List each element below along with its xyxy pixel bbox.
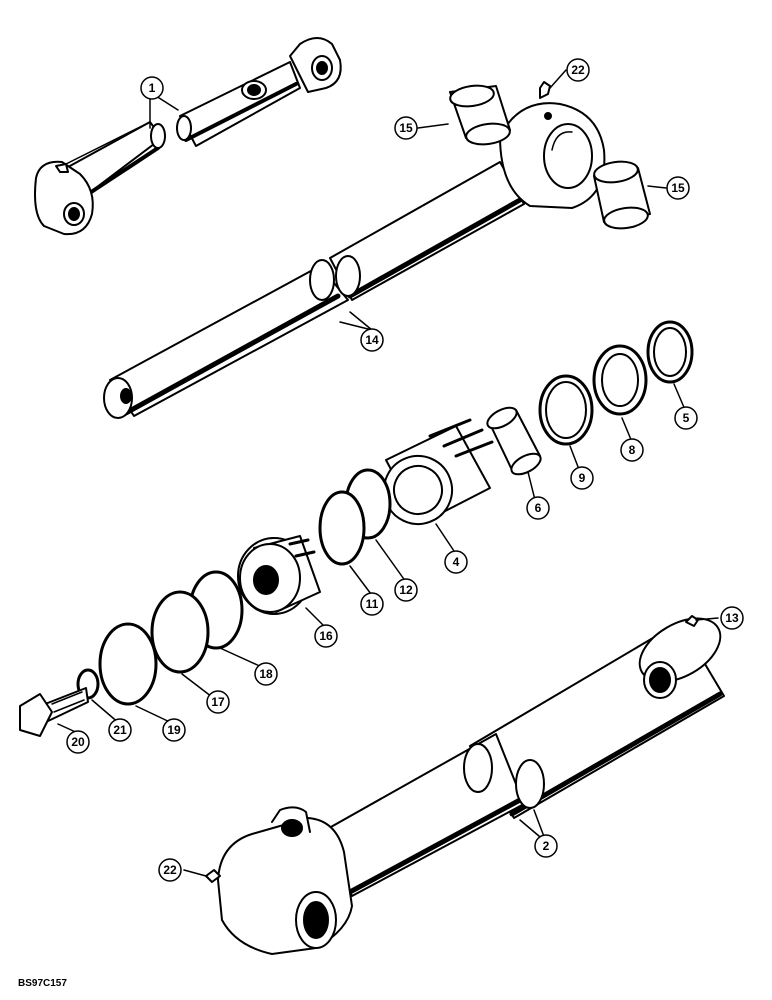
callout-label: 21 [113, 723, 127, 737]
callout-22-top [566, 58, 590, 82]
callout-label: 8 [629, 443, 636, 457]
callout-5 [674, 406, 698, 430]
callout-label: 20 [71, 735, 85, 749]
callout-6 [526, 496, 550, 520]
callout-label: 9 [579, 471, 586, 485]
callout-label: 6 [535, 501, 542, 515]
callout-label: 5 [683, 411, 690, 425]
figure-code: BS97C157 [18, 978, 67, 989]
callout-label: 16 [319, 629, 333, 643]
callout-2 [534, 834, 558, 858]
assembled-cylinder-thumbnail [34, 37, 342, 236]
callout-label: 19 [167, 723, 181, 737]
callout-label: 18 [259, 667, 273, 681]
callout-13 [720, 606, 744, 630]
callout-18 [254, 662, 278, 686]
callout-label: 12 [399, 583, 413, 597]
callout-9 [570, 466, 594, 490]
callout-label: 2 [543, 839, 550, 853]
callout-15-left [394, 116, 418, 140]
callout-label: 1 [149, 81, 156, 95]
callout-label: 14 [365, 333, 379, 347]
piston-rod-assembly [103, 81, 651, 419]
callout-15-right [666, 176, 690, 200]
callout-1 [140, 76, 164, 100]
callout-11 [360, 592, 384, 616]
callout-14 [360, 328, 384, 352]
callout-labels: 1 22 15 15 14 5 8 9 6 4 12 11 16 18 17 1… [71, 63, 739, 877]
cylinder-barrel [205, 615, 725, 955]
callout-label: 22 [163, 863, 177, 877]
callout-label: 17 [211, 695, 225, 709]
callout-8 [620, 438, 644, 462]
callout-19 [162, 718, 186, 742]
callout-label: 15 [671, 181, 685, 195]
callout-label: 4 [453, 555, 460, 569]
callout-label: 22 [571, 63, 585, 77]
seal-rings [19, 320, 694, 737]
callout-21 [108, 718, 132, 742]
callout-label: 15 [399, 121, 413, 135]
callouts [66, 58, 744, 882]
callout-20 [66, 730, 90, 754]
callout-12 [394, 578, 418, 602]
callout-22-bottom [158, 858, 182, 882]
callout-4 [444, 550, 468, 574]
callout-16 [314, 624, 338, 648]
callout-label: 13 [725, 611, 739, 625]
callout-label: 11 [366, 597, 379, 611]
callout-17 [206, 690, 230, 714]
